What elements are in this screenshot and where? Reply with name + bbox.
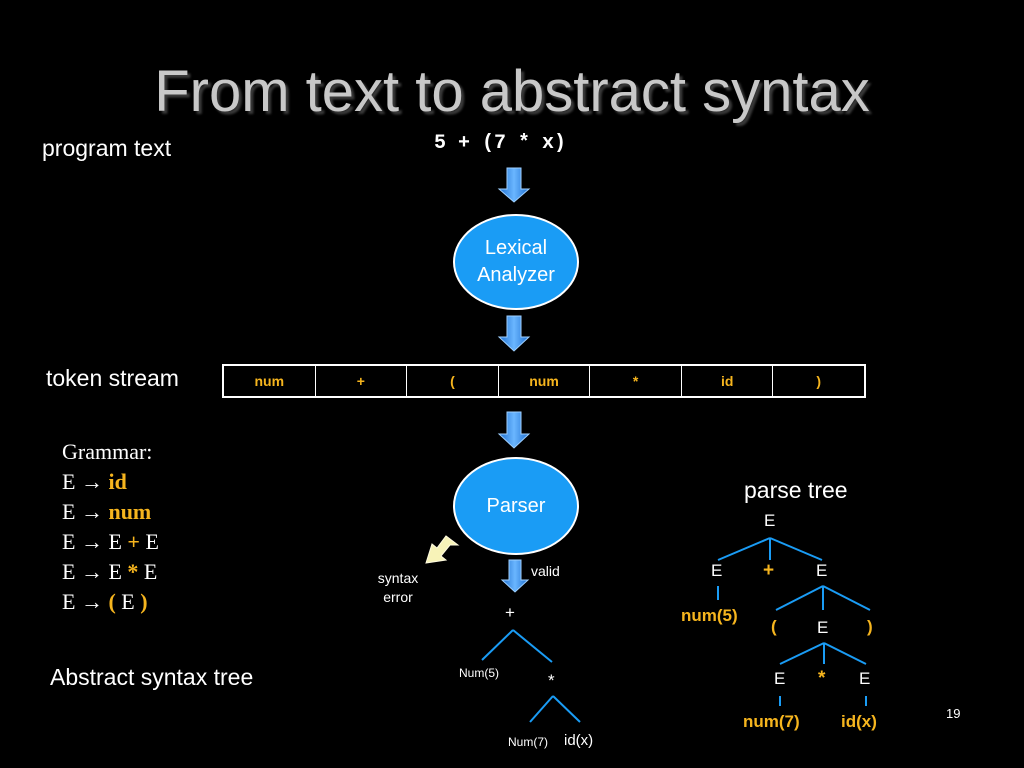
rule-lhs: E — [62, 529, 76, 554]
grammar-heading: Grammar: — [62, 439, 153, 464]
pt-e-mid: E — [817, 618, 829, 637]
parser-label: Parser — [486, 494, 546, 517]
grammar-rule: E → num — [62, 497, 159, 527]
token-cell: + — [316, 366, 408, 396]
arrow-icon: → — [80, 469, 103, 494]
lexer-line1: Lexical — [484, 237, 548, 259]
pt-root: E — [764, 511, 776, 530]
token-cell: * — [590, 366, 682, 396]
page-number: 19 — [946, 706, 961, 721]
down-arrow-3 — [497, 411, 531, 449]
ast-mul: * — [548, 671, 555, 690]
rule-symbol: E — [138, 559, 158, 584]
token-cell: num — [224, 366, 316, 396]
rule-lhs: E — [62, 499, 76, 524]
arrow-icon: → — [80, 589, 103, 614]
ast-label: Abstract syntax tree — [50, 664, 254, 690]
pt-e-left: E — [711, 561, 723, 580]
rule-terminal: ( — [108, 589, 122, 614]
token-cell: id — [682, 366, 774, 396]
rule-lhs: E — [62, 559, 76, 584]
rule-symbol: E — [108, 559, 128, 584]
rule-terminal: num — [108, 499, 152, 524]
down-arrow-2 — [497, 315, 531, 352]
ast-num5: Num(5) — [459, 666, 500, 680]
pt-plus: + — [763, 560, 775, 581]
rule-lhs: E — [62, 589, 76, 614]
pt-lparen: ( — [771, 617, 777, 636]
lexer-line2: Analyzer — [477, 264, 555, 286]
pt-idx: id(x) — [841, 712, 877, 731]
rule-symbol: E — [108, 529, 128, 554]
ast-idx: id(x) — [564, 732, 594, 749]
parse-tree-label: parse tree — [744, 477, 848, 503]
grammar-rule: E → id — [62, 467, 159, 497]
lexical-analyzer-node: Lexical Analyzer — [453, 214, 579, 310]
parser-node: Parser — [453, 457, 579, 555]
program-text-label: program text — [42, 135, 172, 161]
rule-symbol: E — [121, 589, 135, 614]
down-arrow-1 — [497, 167, 531, 203]
pt-e-l3-right: E — [859, 669, 871, 688]
slide-title: From text to abstract syntax — [154, 59, 870, 124]
rule-symbol: E — [139, 529, 159, 554]
rule-lhs: E — [62, 469, 76, 494]
token-stream-label: token stream — [46, 365, 179, 391]
token-cell: ( — [407, 366, 499, 396]
syntax-error-line1: syntax — [377, 570, 419, 586]
token-stream-table: num + ( num * id ) — [222, 364, 866, 398]
arrow-icon: → — [80, 499, 103, 524]
pt-num5: num(5) — [681, 606, 738, 625]
token-cell: num — [499, 366, 591, 396]
arrow-icon: → — [80, 529, 103, 554]
grammar-rule: E → E * E — [62, 557, 159, 587]
rule-terminal: + — [127, 529, 140, 554]
grammar-rule: E → E + E — [62, 527, 159, 557]
grammar-rule: E → ( E ) — [62, 587, 159, 617]
token-cell: ) — [816, 373, 822, 389]
down-arrow-valid — [500, 559, 530, 593]
ast-edges — [481, 629, 581, 723]
rule-terminal: id — [108, 469, 127, 494]
pt-rparen: ) — [867, 617, 873, 636]
ast-root-plus: + — [505, 603, 515, 622]
pt-e-right: E — [816, 561, 828, 580]
syntax-error-line2: error — [383, 589, 413, 605]
pt-num7: num(7) — [743, 712, 800, 731]
arrow-icon: → — [80, 559, 103, 584]
valid-label: valid — [531, 563, 560, 579]
error-arrow — [425, 535, 460, 564]
parse-tree-edges — [717, 537, 871, 706]
syntax-error-label: syntax error — [373, 569, 423, 607]
program-code: 5 + (7 * x) — [434, 132, 567, 155]
rule-terminal: ) — [134, 589, 148, 614]
rule-terminal: * — [127, 559, 139, 584]
pt-mul: * — [818, 668, 826, 689]
pt-e-l3-left: E — [774, 669, 786, 688]
ast-num7: Num(7) — [508, 735, 549, 749]
